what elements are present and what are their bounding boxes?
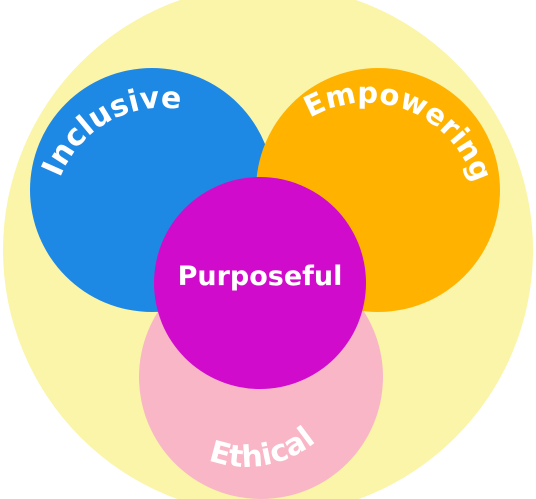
purposeful-circle — [154, 177, 366, 389]
purposeful-label: Purposeful — [178, 261, 343, 292]
